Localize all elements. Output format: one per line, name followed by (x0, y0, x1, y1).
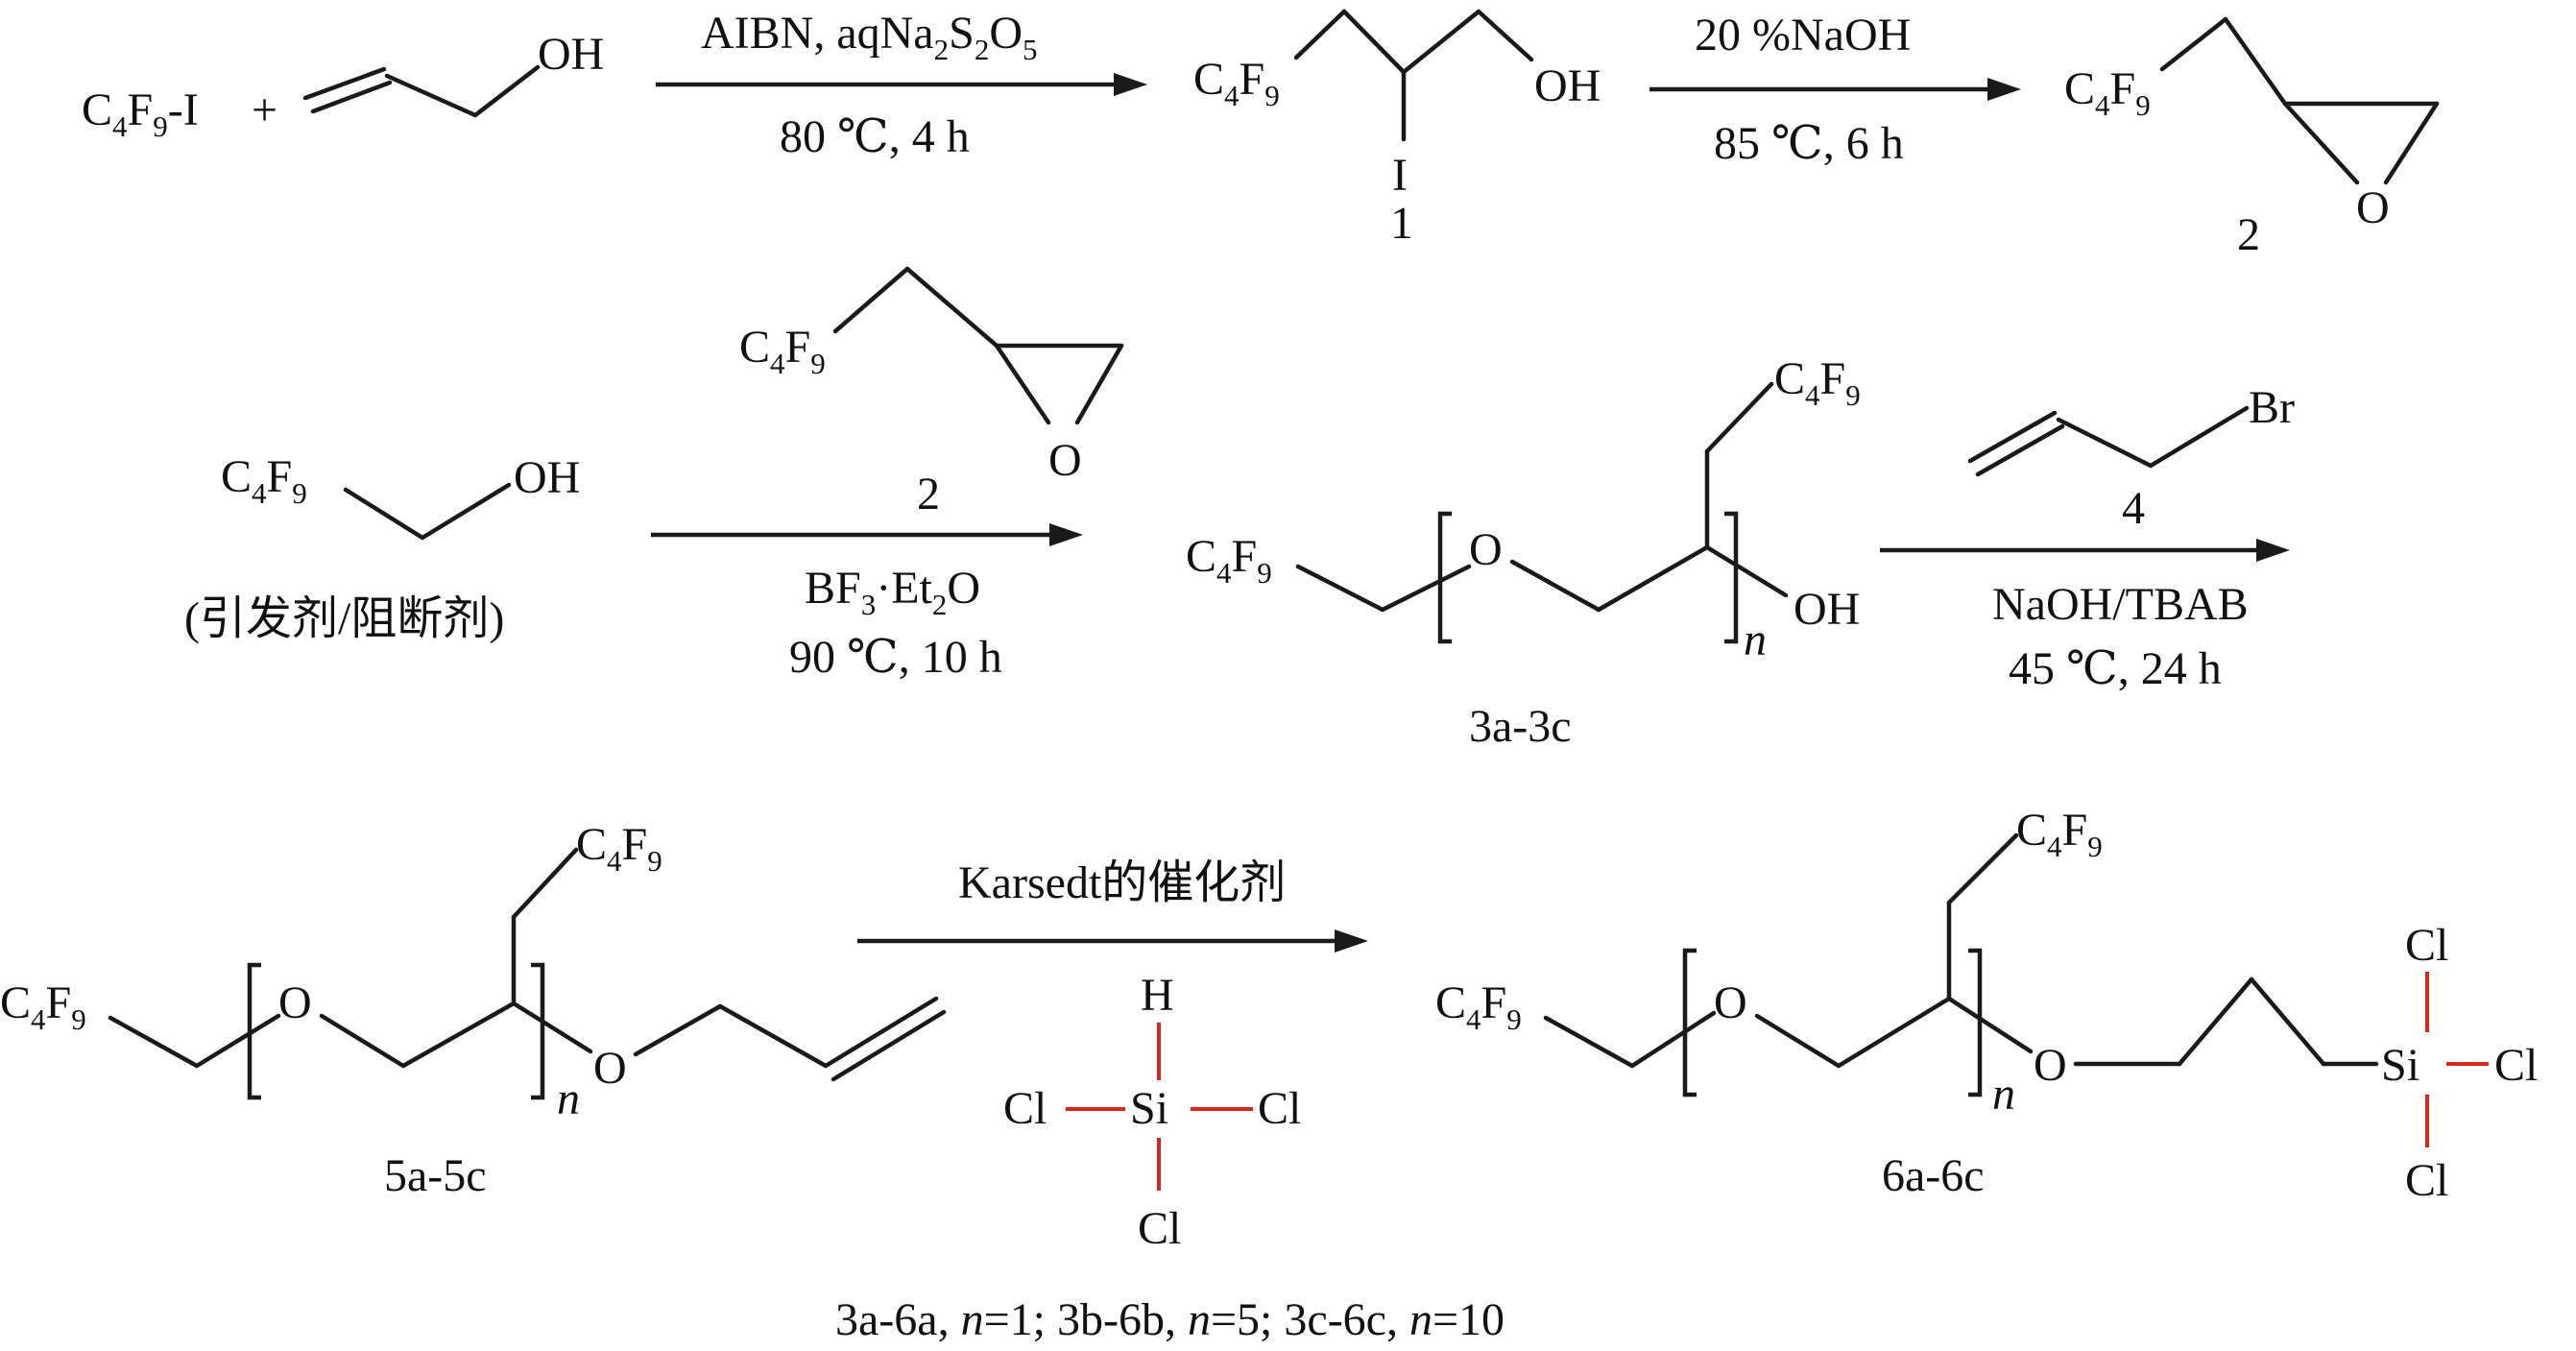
product-1-iodohydrin: C4F9 OH I 1 (1193, 9, 1601, 249)
svg-text:4: 4 (2122, 483, 2145, 534)
svg-text:Cl: Cl (1258, 1083, 1301, 1134)
svg-text:O: O (2034, 1040, 2067, 1091)
svg-text:C4F9: C4F9 (1435, 977, 1522, 1036)
compound-label-6a-6c: 6a-6c (1882, 1150, 1985, 1201)
initiator-perfluoropentanol: C4F9 OH (引发剂/阻断剂) (184, 451, 580, 644)
svg-text:2: 2 (917, 469, 940, 519)
svg-text:O: O (2356, 182, 2390, 233)
svg-text:C4F9-I: C4F9-I (82, 84, 199, 143)
svg-text:O: O (1714, 977, 1747, 1028)
svg-text:NaOH/TBAB: NaOH/TBAB (1992, 579, 2249, 630)
svg-text:C4F9: C4F9 (0, 977, 86, 1036)
svg-text:C4F9: C4F9 (221, 451, 307, 510)
product-6a-6c-trichlorosilane: C4F9 O C4F9 n O Si Cl Cl Cl 6a-6c (1435, 805, 2538, 1206)
arrow-step2: 20 %NaOH 85 ℃, 6 h (1649, 10, 2021, 169)
compound-label-1: 1 (1390, 198, 1413, 249)
arrow-step5: Karsedt的催化剂 H Cl Si Cl Cl (857, 857, 1368, 1254)
svg-text:C4F9: C4F9 (1193, 54, 1280, 112)
svg-text:Si: Si (2381, 1040, 2420, 1091)
plus-sign: + (252, 84, 277, 135)
arrow-step1: AIBN, aqNa2S2O5 80 ℃, 4 h (656, 8, 1147, 162)
svg-text:O: O (1048, 435, 1082, 486)
svg-text:I: I (1392, 150, 1408, 201)
svg-text:80 ℃, 4 h: 80 ℃, 4 h (780, 111, 970, 162)
svg-text:OH: OH (1794, 584, 1860, 635)
product-3a-3c-polyether-alcohol: C4F9 O C4F9 n OH 3a-3c (1186, 353, 1861, 752)
svg-text:Si: Si (1130, 1083, 1168, 1134)
svg-text:OH: OH (514, 452, 580, 503)
svg-text:Cl: Cl (1138, 1203, 1181, 1254)
svg-text:Cl: Cl (2494, 1040, 2538, 1091)
svg-text:Cl: Cl (2405, 920, 2448, 971)
svg-text:BF3·Et2O: BF3·Et2O (805, 563, 980, 621)
reactant-perfluorobutyl-iodide: C4F9-I (82, 84, 199, 143)
svg-text:45 ℃, 24 h: 45 ℃, 24 h (2009, 643, 2222, 694)
svg-text:C4F9: C4F9 (2016, 805, 2103, 863)
arrow-step3: 2 BF3·Et2O 90 ℃, 10 h (651, 469, 1083, 683)
svg-text:C4F9: C4F9 (2064, 63, 2151, 122)
svg-text:O: O (593, 1043, 627, 1094)
svg-text:OH: OH (538, 29, 604, 80)
svg-text:90 ℃, 10 h: 90 ℃, 10 h (789, 632, 1002, 683)
svg-text:O: O (278, 977, 312, 1028)
svg-text:n: n (1992, 1069, 2015, 1120)
svg-text:O: O (1469, 524, 1503, 575)
initiator-note: (引发剂/阻断剂) (184, 593, 504, 644)
footnote-n-values: 3a-6a, n=1; 3b-6b, n=5; 3c-6c, n=10 (835, 1294, 1505, 1345)
svg-text:Cl: Cl (2405, 1155, 2448, 1206)
svg-text:Karsedt的催化剂: Karsedt的催化剂 (958, 857, 1286, 908)
svg-text:C4F9: C4F9 (1186, 531, 1272, 590)
compound-label-3a-3c: 3a-3c (1469, 701, 1572, 752)
compound-label-5a-5c: 5a-5c (384, 1150, 487, 1201)
svg-text:AIBN, aqNa2S2O5: AIBN, aqNa2S2O5 (701, 8, 1037, 66)
svg-text:Br: Br (2249, 382, 2295, 433)
svg-text:OH: OH (1534, 60, 1601, 111)
compound-label-2: 2 (2237, 209, 2260, 260)
reactant-5a-5c-allyl-ether: C4F9 O C4F9 n O 5a-5c (0, 819, 947, 1201)
arrow-step4: Br 4 NaOH/TBAB 45 ℃, 24 h (1880, 382, 2295, 694)
svg-text:H: H (1141, 970, 1174, 1021)
svg-text:85 ℃, 6 h: 85 ℃, 6 h (1714, 118, 1904, 169)
reactant-allyl-alcohol: OH (302, 29, 604, 118)
reagent-epoxide-2: C4F9 O (739, 266, 1124, 486)
svg-text:C4F9: C4F9 (1774, 353, 1861, 412)
svg-text:20 %NaOH: 20 %NaOH (1695, 10, 1911, 60)
product-2-epoxide: C4F9 O 2 (2064, 16, 2440, 260)
svg-text:Cl: Cl (1003, 1083, 1047, 1134)
svg-text:C4F9: C4F9 (576, 819, 662, 878)
svg-text:n: n (557, 1074, 580, 1124)
svg-text:C4F9: C4F9 (739, 322, 826, 380)
svg-text:n: n (1744, 615, 1767, 665)
